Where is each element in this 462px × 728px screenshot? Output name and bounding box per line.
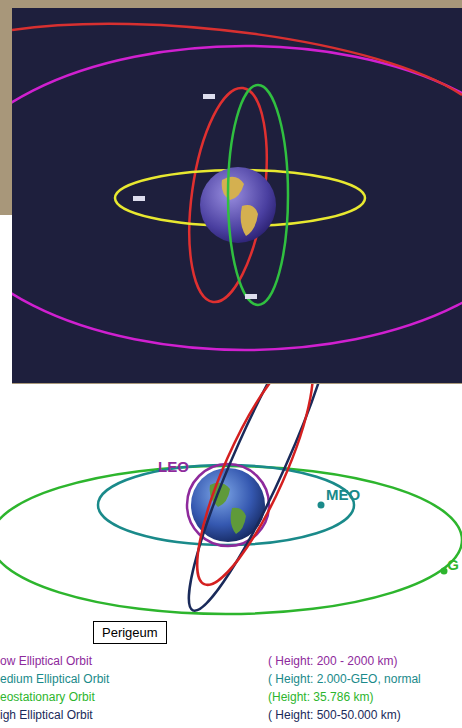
satellite [133,196,145,201]
legend-text: eostationary Orbit [0,691,95,705]
legend-text: edium Elliptical Orbit [0,673,109,687]
orbit-label: MEO [326,486,360,503]
orbit-magenta [12,46,462,350]
orbit-meo [98,465,354,545]
legend-text: ow Elliptical Orbit [0,655,92,669]
satellite [203,94,215,99]
frame-notch [0,215,12,384]
orbit-green [228,85,288,305]
callout-box: Perigeum [93,621,167,644]
orbit-red-far [12,24,462,95]
orbit-geo [0,466,462,614]
legend-text: igh Elliptical Orbit [0,709,93,723]
frame [0,0,462,384]
orbit-label: LEO [158,458,189,475]
satellite [245,294,257,299]
space-panel [12,8,462,383]
earth [200,167,276,243]
orbit-red [177,384,333,596]
geo-dot [441,568,448,575]
legend-text: ( Height: 200 - 2000 km) [268,655,397,669]
legend-text: ( Height: 2.000-GEO, normal [268,673,421,687]
legend-text: (Height: 35.786 km) [268,691,373,705]
meo-dot [318,502,325,509]
callout-text: Perigeum [102,625,158,640]
orbit-label: G [447,556,459,573]
legend-text: ( Height: 500-50.000 km) [268,709,401,723]
